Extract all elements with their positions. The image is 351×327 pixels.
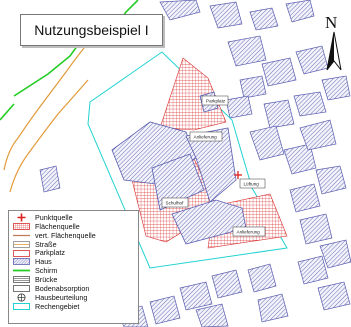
parkplatz-label: Parkplatz (206, 99, 226, 104)
legend-label: Straße (35, 239, 57, 249)
road-line (9, 79, 89, 193)
screen-line (0, 103, 15, 121)
building (263, 99, 295, 129)
legend-item: vert. Flächenquelle (13, 231, 138, 240)
building (211, 269, 243, 299)
legend-item: Straße (13, 240, 138, 249)
building (149, 295, 181, 325)
surrounding-buildings (39, 0, 351, 327)
building (257, 293, 289, 323)
building (249, 125, 285, 161)
building (195, 303, 229, 327)
building (239, 75, 267, 99)
project-buildings (111, 91, 247, 245)
building (317, 281, 351, 311)
north-arrow-icon: N (325, 13, 342, 71)
road-icon (13, 240, 30, 248)
building (319, 239, 351, 269)
school-building (151, 153, 205, 211)
label-box (232, 226, 266, 237)
legend-item: Parkplatz (13, 249, 138, 258)
building (283, 143, 317, 175)
building (285, 0, 315, 23)
building (297, 255, 329, 285)
calculation-area-icon (13, 302, 30, 310)
legend-label: Parkplatz (35, 248, 65, 258)
screen-icon (13, 267, 30, 274)
building (321, 75, 351, 101)
roads (3, 47, 89, 193)
road-line (3, 47, 85, 171)
vertical-area-source-icon (13, 232, 30, 239)
ground-absorption-icon (13, 285, 30, 292)
north-label: N (325, 13, 337, 32)
building (179, 281, 213, 311)
building (261, 57, 297, 87)
building (159, 0, 201, 21)
building-icon (13, 258, 30, 266)
legend-item: Schirm (13, 266, 138, 275)
building (299, 213, 333, 245)
map-title: Nutzungsbeispiel I (20, 14, 163, 46)
lueftung-label: Lüftung (244, 182, 260, 187)
legend-label: Brücke (35, 275, 58, 285)
legend-item: Haus (13, 257, 138, 266)
legend-label: Bodenabsorption (35, 283, 90, 293)
building (247, 263, 277, 293)
area-source-icon (13, 222, 30, 230)
point-source-marker (234, 171, 242, 179)
bridge-icon (13, 276, 30, 284)
legend-label: Punktquelle (35, 212, 73, 222)
legend-item: Bodenabsorption (13, 284, 138, 293)
map-legend: Punktquelle Flächenquelle vert. Flächenq… (8, 210, 139, 324)
legend-label: Schirm (35, 266, 58, 276)
calculation-area (87, 51, 288, 269)
anlieferung-top-label: Anlieferung (194, 135, 218, 140)
building (209, 1, 243, 29)
point-source-icon (13, 213, 30, 222)
parking-area-source (159, 57, 227, 131)
building (225, 95, 253, 119)
legend-item: Punktquelle (13, 213, 138, 222)
legend-item: Rechengebiet (13, 302, 138, 311)
school-building (185, 127, 237, 203)
label-box (161, 197, 189, 208)
receiver-icon (13, 293, 30, 302)
legend-item: Flächenquelle (13, 222, 138, 231)
legend-label: Haus (35, 257, 52, 267)
legend-label: Hausbeurteilung (35, 292, 88, 302)
building (249, 7, 279, 31)
building (299, 119, 337, 151)
label-box (201, 95, 229, 106)
building (293, 91, 327, 117)
parking-icon (13, 249, 30, 257)
school-building (171, 199, 247, 245)
building (289, 183, 321, 213)
label-box (189, 131, 223, 142)
legend-label: Rechengebiet (35, 301, 80, 311)
building (315, 165, 347, 195)
label-box (239, 178, 266, 189)
map-labels: Parkplatz Anlieferung Lüftung Schulhof A… (161, 95, 266, 237)
legend-item: Brücke (13, 275, 138, 284)
legend-label: Flächenquelle (35, 221, 80, 231)
anlieferung-bottom-label: Anlieferung (237, 230, 261, 235)
building (39, 165, 61, 193)
building (227, 35, 267, 67)
legend-item: Hausbeurteilung (13, 293, 138, 302)
schulhof-label: Schulhof (166, 201, 185, 206)
legend-label: vert. Flächenquelle (35, 230, 96, 240)
